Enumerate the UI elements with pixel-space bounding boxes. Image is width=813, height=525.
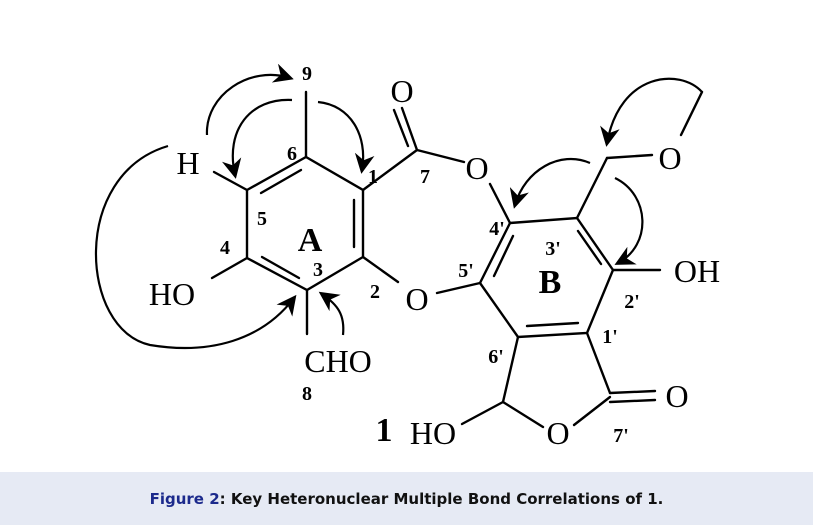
- num-7: 7: [420, 166, 430, 188]
- atom-o-ether: O: [405, 281, 428, 317]
- atom-cho: CHO: [304, 343, 372, 379]
- atom-o-methoxy: O: [658, 140, 681, 176]
- num-3p: 3': [545, 238, 561, 260]
- atom-oh-2p: OH: [674, 253, 720, 289]
- atom-h: H: [176, 145, 199, 181]
- num-8: 8: [302, 383, 312, 405]
- compound-number: 1: [376, 412, 393, 449]
- num-6p: 6': [488, 346, 504, 368]
- arrow-ch2-to-c2p: [614, 177, 644, 265]
- hmbc-structure-diagram: H HO CHO O O O O OH O O HO 1 A B 9 6 1 7…: [94, 63, 720, 451]
- num-9: 9: [302, 63, 312, 85]
- arrow-h5-to-c3: [94, 144, 297, 350]
- ring-label-b: B: [539, 264, 562, 301]
- arrow-h9-to-c5: [221, 98, 293, 179]
- arrow-ome-to-ch2: [600, 77, 703, 147]
- figure-label: Figure 2: [149, 489, 220, 508]
- ring-b-bonds: [460, 90, 704, 429]
- num-2: 2: [370, 281, 380, 303]
- num-1: 1: [368, 166, 378, 188]
- ring-a-bonds: [210, 90, 482, 336]
- num-6: 6: [287, 143, 297, 165]
- atom-o-ring: O: [546, 415, 569, 451]
- num-3: 3: [313, 259, 323, 281]
- num-4: 4: [220, 237, 230, 259]
- num-7p: 7': [613, 425, 629, 447]
- caption-text: Key Heteronuclear Multiple Bond Correlat…: [225, 489, 664, 508]
- atom-ho-6p: HO: [410, 415, 456, 451]
- atom-o-carbonyl-7p: O: [665, 378, 688, 414]
- num-5: 5: [257, 208, 267, 230]
- num-2p: 2': [624, 291, 640, 313]
- caption-separator: :: [219, 489, 226, 508]
- atom-o-ester: O: [465, 150, 488, 186]
- arrow-h5-to-c9: [205, 63, 294, 136]
- num-4p: 4': [489, 218, 505, 240]
- atom-labels: H HO CHO O O O O OH O O HO 1 A B: [149, 73, 720, 451]
- arrow-h9-to-c1: [317, 100, 375, 174]
- atom-ho-4: HO: [149, 276, 195, 312]
- num-5p: 5': [458, 260, 474, 282]
- num-1p: 1': [602, 326, 618, 348]
- ring-label-a: A: [298, 222, 323, 259]
- atom-o-carbonyl-7: O: [390, 73, 413, 109]
- arrow-cho-to-c3: [318, 291, 345, 336]
- carbon-numbering: 9 6 1 7 5 4 3 2 8 4' 3' 5' 2' 1' 6' 7': [220, 63, 640, 447]
- figure-caption: Figure 2: Key Heteronuclear Multiple Bon…: [0, 472, 813, 525]
- hmbc-correlation-arrows: [94, 63, 703, 350]
- arrow-ch2-to-c4p: [509, 157, 591, 209]
